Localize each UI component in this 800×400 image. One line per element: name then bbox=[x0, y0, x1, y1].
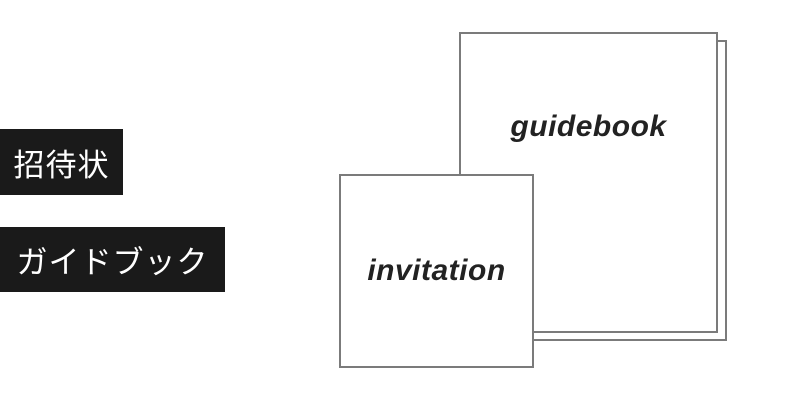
guidebook-paper-title: guidebook bbox=[510, 110, 667, 143]
label-invitation-jp: 招待状 bbox=[0, 129, 123, 195]
invitation-paper: invitation bbox=[339, 174, 534, 368]
invitation-paper-title: invitation bbox=[367, 254, 506, 287]
label-guidebook-jp-text: ガイドブック bbox=[16, 245, 209, 280]
label-invitation-jp-text: 招待状 bbox=[13, 147, 110, 183]
label-guidebook-jp: ガイドブック bbox=[0, 227, 225, 292]
